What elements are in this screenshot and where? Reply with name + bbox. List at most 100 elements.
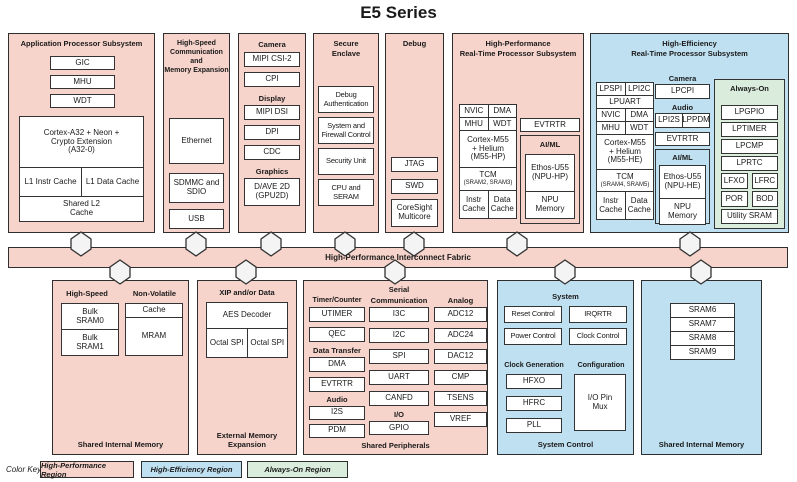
wdt-block: WDT	[487, 117, 517, 131]
coresight-multicore-block: CoreSight Multicore	[391, 199, 438, 227]
sram6-block: SRAM6	[670, 303, 735, 318]
lpspi-block: LPSPI	[596, 82, 626, 96]
connector-arrow	[235, 259, 257, 285]
instr-cache-block: Instr Cache	[596, 191, 626, 220]
subsystem-title-line: Memory Expansion	[164, 67, 229, 75]
serial-comm-column: Communication I3C I2C SPI UART CANFD I/O…	[369, 296, 429, 435]
region-label: Shared Peripherals	[361, 441, 430, 450]
sdmmc-sdio-block: SDMMC and SDIO	[169, 173, 224, 203]
sram7-block: SRAM7	[670, 317, 735, 332]
mipi-dsi-block: MIPI DSI	[244, 105, 300, 120]
application-processor-subsystem: Application Processor Subsystem GIC MHU …	[8, 33, 155, 233]
lpi2s-block: LPI2S	[655, 113, 683, 128]
mhu-block: MHU	[50, 75, 115, 89]
nvic-block: NVIC	[459, 104, 489, 118]
l1-data-cache-block: L1 Data Cache	[81, 167, 144, 197]
debug-subsystem: Debug JTAG SWD CoreSight Multicore	[385, 33, 444, 233]
mhu-block: MHU	[596, 121, 626, 135]
serial-header: Serial	[388, 285, 410, 294]
lpcmp-block: LPCMP	[721, 139, 778, 154]
aiml-header: AI/ML	[539, 140, 561, 149]
system-control: System Reset Control IRQRTR Power Contro…	[497, 280, 634, 455]
high-speed-comm-memory-expansion: High-Speed Communication and Memory Expa…	[163, 33, 230, 233]
sram8-block: SRAM8	[670, 331, 735, 346]
hfxo-block: HFXO	[506, 374, 562, 389]
irqrtr-block: IRQRTR	[569, 306, 627, 323]
dma-block: DMA	[487, 104, 517, 118]
timer-counter-header: Timer/Counter	[312, 295, 362, 304]
camera-display-graphics-column: Camera MIPI CSI-2 CPI Display MIPI DSI D…	[238, 33, 306, 233]
subsystem-title: Debug	[402, 39, 427, 48]
he-npu-column: Camera LPCPI Audio LPI2S LPPDM EVTRTR AI…	[655, 74, 710, 225]
tcm-block: TCM (SRAM2, SRAM3)	[459, 167, 517, 191]
shared-peripherals: Serial Timer/Counter UTIMER QEC Data Tra…	[303, 280, 488, 455]
aiml-header: AI/ML	[672, 153, 693, 162]
page-title: E5 Series	[360, 3, 437, 22]
nvic-block: NVIC	[596, 108, 626, 122]
vref-block: VREF	[434, 412, 487, 427]
debug-authentication-block: Debug Authentication	[318, 86, 374, 113]
connector-arrow	[403, 231, 425, 257]
system-header: System	[552, 292, 579, 301]
reset-control-block: Reset Control	[504, 306, 562, 323]
connector-arrow	[334, 231, 356, 257]
bulk-sram1-block: Bulk SRAM1	[61, 329, 119, 356]
region-label: System Control	[537, 440, 594, 449]
spi-block: SPI	[369, 349, 429, 364]
hp-npu-column: EVTRTR AI/ML Ethos-U55 (NPU-HP) NPU Memo…	[520, 118, 580, 224]
tsens-block: TSENS	[434, 391, 487, 406]
bod-block: BOD	[751, 191, 778, 207]
color-key-label: Color Key:	[6, 465, 44, 474]
power-control-block: Power Control	[504, 328, 562, 345]
aes-decoder-block: AES Decoder	[206, 302, 288, 329]
swd-block: SWD	[391, 179, 438, 194]
lfxo-block: LFXO	[721, 173, 748, 189]
adc12-block: ADC12	[434, 307, 487, 322]
jtag-block: JTAG	[391, 157, 438, 172]
i2c-block: I2C	[369, 328, 429, 343]
shared-internal-memory-right: SRAM6 SRAM7 SRAM8 SRAM9 Shared Internal …	[641, 280, 762, 455]
camera-header: Camera	[258, 40, 286, 49]
lpi2c-block: LPI2C	[624, 82, 654, 96]
high-efficiency-rt-subsystem: High-Efficiency Real-Time Processor Subs…	[590, 33, 789, 233]
cmp-block: CMP	[434, 370, 487, 385]
ethos-u55-hp-block: Ethos-U55 (NPU-HP)	[525, 154, 575, 192]
subsystem-title-line: High-Speed	[177, 40, 216, 47]
dpi-block: DPI	[244, 125, 300, 140]
connector-arrow	[260, 231, 282, 257]
system-firewall-control-block: System and Firewall Control	[318, 117, 374, 144]
cpi-block: CPI	[244, 72, 300, 87]
camera-header: Camera	[668, 74, 697, 83]
subsystem-title-line: Real-Time Processor Subsystem	[459, 48, 577, 58]
sram9-block: SRAM9	[670, 345, 735, 360]
cpu-seram-block: CPU and SERAM	[318, 179, 374, 206]
region-label: Shared Internal Memory	[77, 440, 164, 449]
npu-memory-block: NPU Memory	[525, 191, 575, 219]
connector-arrow	[109, 259, 131, 285]
ethos-u55-he-block: Ethos-U55 (NPU-HE)	[659, 165, 706, 199]
utimer-block: UTIMER	[309, 306, 365, 322]
mhu-block: MHU	[459, 117, 489, 131]
usb-block: USB	[169, 209, 224, 229]
evtrtr-block: EVTRTR	[520, 118, 580, 132]
lprtc-block: LPRTC	[721, 156, 778, 171]
communication-header: Communication	[370, 296, 428, 305]
data-cache-block: Data Cache	[487, 190, 517, 219]
lpcpi-block: LPCPI	[655, 84, 710, 99]
lppdm-block: LPPDM	[682, 113, 710, 128]
gic-block: GIC	[50, 56, 115, 70]
utility-sram-block: Utility SRAM	[721, 209, 778, 224]
shared-l2-cache-block: Shared L2 Cache	[19, 196, 144, 222]
analog-header: Analog	[447, 296, 474, 305]
tcm-label: TCM	[479, 170, 497, 180]
mipi-csi2-block: MIPI CSI-2	[244, 52, 300, 67]
pll-block: PLL	[506, 418, 562, 433]
cdc-block: CDC	[244, 145, 300, 160]
adc24-block: ADC24	[434, 328, 487, 343]
ethernet-block: Ethernet	[169, 118, 224, 164]
shared-internal-memory-left: High-Speed Non-Volatile Bulk SRAM0 Bulk …	[52, 280, 189, 455]
wdt-block: WDT	[624, 121, 654, 135]
he-cpu-column: LPSPI LPI2C LPUART NVIC DMA MHU WDT Cort…	[596, 82, 654, 220]
por-block: POR	[721, 191, 748, 207]
